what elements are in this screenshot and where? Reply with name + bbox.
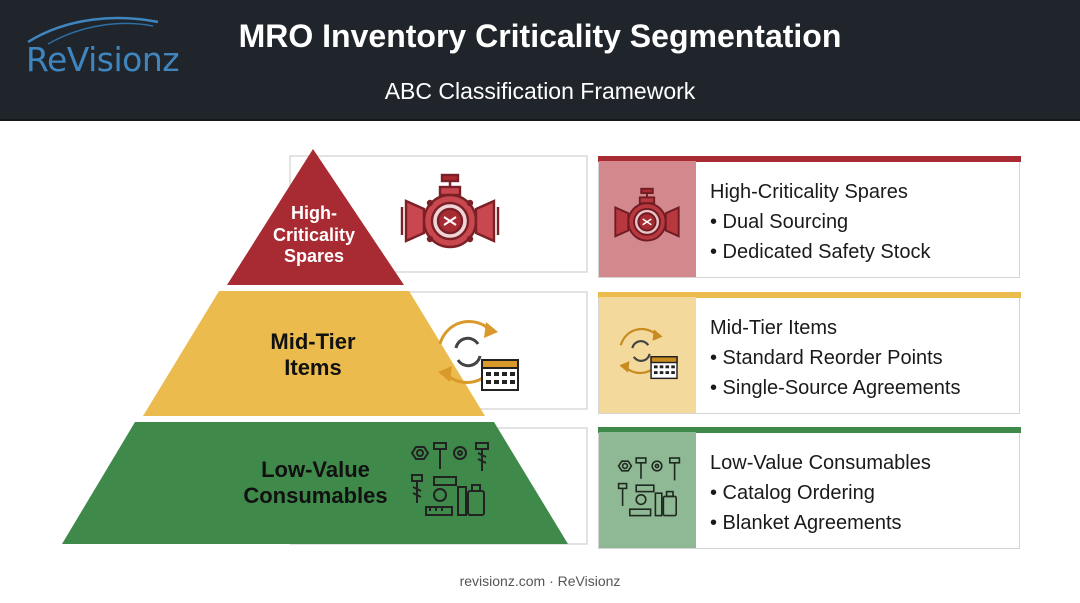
- reorder-cycle-icon: [619, 328, 678, 380]
- logo: ReVisionz: [26, 40, 180, 79]
- card-high-text: High-Criticality Spares • Dual Sourcing …: [710, 177, 930, 267]
- card-high-bullet-2: • Dedicated Safety Stock: [710, 241, 931, 263]
- tier-mid-shape: [143, 291, 485, 416]
- page-title: MRO Inventory Criticality Segmentation: [238, 18, 842, 54]
- card-low-text: Low-Value Consumables • Catalog Ordering…: [710, 448, 931, 538]
- tier-high-shape: [227, 149, 404, 285]
- tier-label-mid: Mid-Tier Items: [228, 329, 398, 382]
- card-low-bullet-1: • Catalog Ordering: [710, 482, 875, 504]
- tier-high-valve-icon: [400, 173, 500, 249]
- tier-label-mid-line-2: Items: [284, 355, 342, 381]
- card-high-accent-bar: [598, 156, 1021, 162]
- card-low-title: Low-Value Consumables: [710, 452, 931, 474]
- tier-label-high: High- Criticality Spares: [258, 203, 370, 268]
- card-low-value: Low-Value Consumables • Catalog Ordering…: [598, 427, 1021, 549]
- page-subtitle: ABC Classification Framework: [384, 78, 696, 104]
- card-mid-accent-bar: [598, 292, 1021, 298]
- tier-label-low: Low-Value Consumables: [218, 457, 413, 510]
- card-low-bullet-2: • Blanket Agreements: [710, 512, 902, 534]
- tier-label-high-line-1: High-: [291, 203, 337, 223]
- tier-label-low-line-1: Low-Value: [261, 457, 370, 482]
- card-mid-title: Mid-Tier Items: [710, 317, 838, 339]
- tier-low-fasteners-icon: [410, 442, 489, 516]
- card-low-accent-bar: [598, 427, 1021, 433]
- fasteners-icon: [617, 457, 681, 517]
- card-mid-tier: Mid-Tier Items • Standard Reorder Points…: [598, 292, 1021, 414]
- footer-credit: revisionz.com · ReVisionz: [459, 573, 621, 589]
- tier-mid-reorder-icon: [438, 319, 519, 391]
- tier-label-high-line-2: Criticality: [272, 224, 356, 245]
- tier-label-high-line-3: Spares: [283, 246, 345, 267]
- card-mid-icon-box: [599, 297, 696, 413]
- header-banner: ReVisionz MRO Inventory Criticality Segm…: [0, 0, 1080, 121]
- card-high-criticality: High-Criticality Spares • Dual Sourcing …: [598, 156, 1021, 278]
- card-high-bullet-1: • Dual Sourcing: [710, 211, 849, 233]
- tier-label-mid-line-1: Mid-Tier: [270, 329, 356, 354]
- card-mid-text: Mid-Tier Items • Standard Reorder Points…: [710, 313, 960, 403]
- card-high-icon-box: [599, 161, 696, 277]
- card-mid-bullet-2: • Single-Source Agreements: [710, 377, 961, 399]
- card-low-icon-box: [599, 432, 696, 548]
- valve-icon: [614, 187, 680, 242]
- tier-label-low-line-2: Consumables: [243, 483, 388, 509]
- card-high-title: High-Criticality Spares: [710, 181, 908, 203]
- tier-low-shape: [62, 422, 568, 544]
- logo-swoosh-icon: [27, 16, 159, 45]
- card-mid-bullet-1: • Standard Reorder Points: [710, 347, 943, 369]
